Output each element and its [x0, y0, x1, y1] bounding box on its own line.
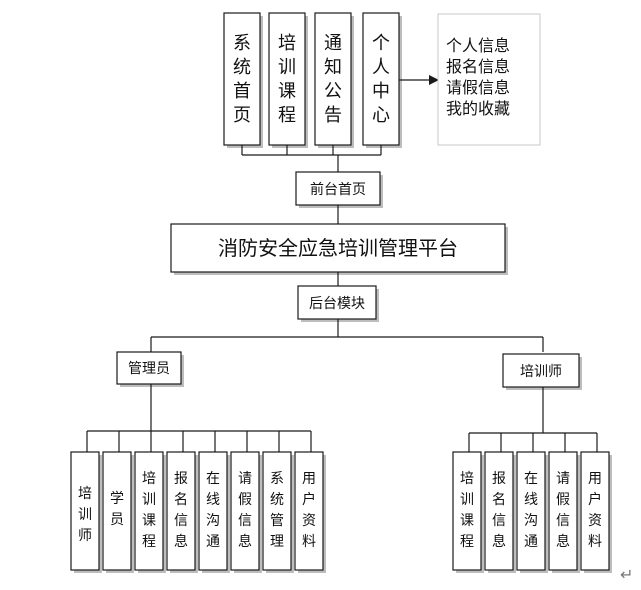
- admin-item-label: 学员: [110, 491, 124, 528]
- admin-item-online-chat: 在线沟通: [198, 451, 230, 573]
- admin-item-label: 请假信息: [238, 471, 252, 550]
- admin-item-student: 学员: [102, 451, 134, 573]
- backend-module-label: 后台模块: [309, 296, 365, 312]
- admin-label: 管理员: [128, 361, 170, 377]
- front-mod-system-home: 系统首页: [223, 12, 263, 148]
- front-mod-personal-center-label: 个人中心: [372, 33, 390, 126]
- platform-title-box: 消防安全应急培训管理平台: [170, 223, 508, 275]
- trainer-item-label: 请假信息: [556, 471, 570, 550]
- paragraph-mark: ↵: [620, 565, 633, 584]
- admin-item-label: 系统管理: [270, 471, 284, 550]
- personal-center-item: 我的收藏: [446, 99, 510, 118]
- admin-item-courses: 培训课程: [134, 451, 166, 573]
- front-modules-group: 系统首页 培训课程 通知公告 个人中心: [223, 12, 402, 148]
- trainer-item-online-chat: 在线沟通: [516, 451, 548, 573]
- admin-connectors: [86, 384, 312, 452]
- admin-item-label: 培训师: [78, 486, 92, 544]
- trainer-items: 培训课程 报名信息 在线沟通 请假信息 用户资料: [452, 451, 612, 573]
- trainer-label: 培训师: [520, 364, 562, 380]
- admin-items: 培训师 学员 培训课程 报名信息 在线沟通 请假信息: [70, 451, 326, 573]
- platform-title: 消防安全应急培训管理平台: [218, 236, 458, 260]
- admin-item-system: 系统管理: [262, 451, 294, 573]
- front-mod-personal-center: 个人中心: [362, 12, 402, 148]
- front-home-box: 前台首页: [295, 171, 383, 208]
- trainer-item-enrollment: 报名信息: [484, 451, 516, 573]
- admin-item-label: 用户资料: [302, 471, 316, 550]
- role-connectors: [150, 319, 544, 352]
- front-mod-courses-label: 培训课程: [278, 33, 296, 126]
- personal-center-item: 报名信息: [446, 57, 510, 76]
- trainer-item-label: 培训课程: [460, 471, 474, 550]
- personal-center-item: 个人信息: [446, 36, 510, 55]
- trainer-item-label: 报名信息: [492, 471, 506, 550]
- trainer-item-label: 在线沟通: [524, 471, 538, 550]
- admin-item-user-profile: 用户资料: [294, 451, 326, 573]
- trainer-item-courses: 培训课程: [452, 451, 484, 573]
- trainer-box: 培训师: [502, 353, 582, 390]
- admin-item-label: 在线沟通: [206, 471, 220, 550]
- trainer-item-label: 用户资料: [588, 471, 602, 550]
- admin-item-trainer: 培训师: [70, 451, 102, 573]
- front-mod-notices: 通知公告: [314, 12, 354, 148]
- front-mod-system-home-label: 系统首页: [233, 33, 251, 126]
- admin-item-leave: 请假信息: [230, 451, 262, 573]
- front-mod-courses: 培训课程: [268, 12, 308, 148]
- trainer-connectors: [468, 387, 598, 452]
- backend-module-box: 后台模块: [297, 285, 379, 322]
- front-connectors: [241, 145, 382, 172]
- admin-item-enrollment: 报名信息: [166, 451, 198, 573]
- personal-center-list: 个人信息 报名信息 请假信息 我的收藏: [437, 13, 541, 146]
- admin-box: 管理员: [116, 351, 184, 387]
- trainer-item-leave: 请假信息: [548, 451, 580, 573]
- admin-item-label: 报名信息: [174, 471, 188, 550]
- personal-center-item: 请假信息: [446, 78, 510, 97]
- front-home-label: 前台首页: [310, 181, 366, 198]
- trainer-item-user-profile: 用户资料: [580, 451, 612, 573]
- front-mod-notices-label: 通知公告: [324, 33, 342, 126]
- admin-item-label: 培训课程: [142, 471, 156, 550]
